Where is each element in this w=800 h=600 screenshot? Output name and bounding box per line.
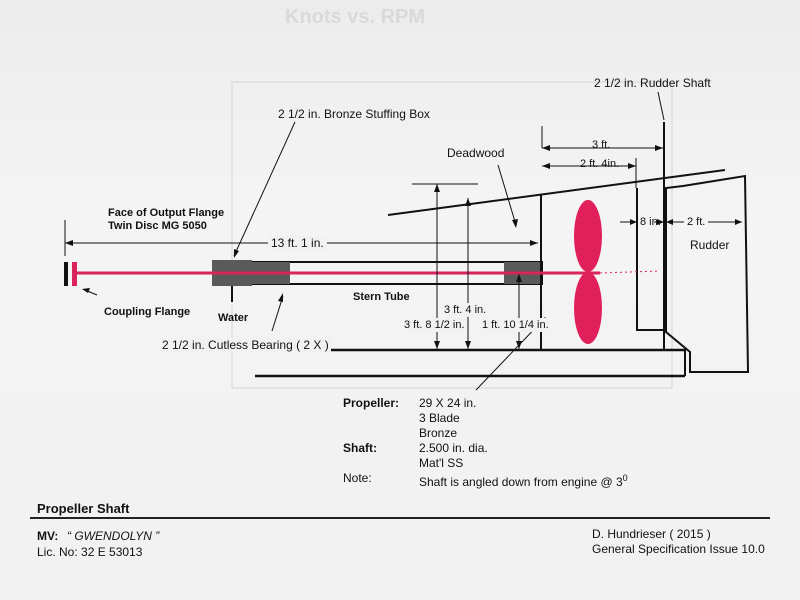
- drawing-title: Propeller Shaft: [37, 501, 130, 516]
- shaft-spec-label: Shaft:: [343, 441, 377, 455]
- leader-deadwood: [497, 164, 517, 226]
- vessel-label: MV:: [37, 529, 59, 543]
- shaft-diameter: 2.500 in. dia.: [419, 441, 488, 455]
- shaft-material: Mat'l SS: [419, 456, 464, 470]
- background-title: Knots vs. RPM: [285, 6, 426, 28]
- dim-3ft4in-label: 3 ft. 4 in.: [444, 303, 487, 317]
- propeller-spec-label: Propeller:: [343, 396, 400, 410]
- shaft-centerline: [599, 270, 661, 274]
- dim-3ft8in-label: 3 ft. 8 1/2 in.: [404, 318, 465, 332]
- footer-divider: [30, 517, 770, 519]
- skeg-heel: [665, 349, 686, 376]
- note-text: Shaft is angled down from engine @ 30: [419, 471, 628, 489]
- propeller-blade-upper: [574, 200, 602, 272]
- leader-cutless: [271, 295, 284, 332]
- deadwood-label: Deadwood: [447, 146, 505, 160]
- leader-rudder-shaft: [657, 91, 665, 121]
- background-chart-frame: [231, 81, 673, 389]
- output-flange: [64, 262, 68, 286]
- skeg-outline: [636, 188, 665, 331]
- note-label: Note:: [343, 471, 372, 485]
- license-number: Lic. No: 32 E 53013: [37, 545, 143, 559]
- dim-2ft4in-label: 2 ft. 4in.: [580, 158, 620, 170]
- coupling-flange: [72, 262, 77, 286]
- note-degree: 0: [622, 473, 628, 483]
- face-flange-label-2: Twin Disc MG 5050: [108, 220, 207, 232]
- stuffing-box-label: 2 1/2 in. Bronze Stuffing Box: [278, 107, 430, 121]
- cutless-bearing-label: 2 1/2 in. Cutless Bearing ( 2 X ): [162, 338, 331, 352]
- vessel-name: “ GWENDOLYN ”: [67, 529, 160, 543]
- propeller-blades: 3 Blade: [419, 411, 460, 425]
- spec-issue: General Specification Issue 10.0: [592, 542, 765, 556]
- propeller-material: Bronze: [419, 426, 458, 440]
- water-label: Water: [218, 312, 249, 324]
- author-credit: D. Hundrieser ( 2015 ): [592, 527, 711, 541]
- hull-top-line: [387, 169, 726, 216]
- rudder-label: Rudder: [690, 238, 730, 252]
- propeller-size: 29 X 24 in.: [419, 396, 477, 410]
- note-text-main: Shaft is angled down from engine @ 3: [419, 475, 623, 489]
- coupling-flange-label: Coupling Flange: [104, 306, 191, 318]
- dim-1ft10in-label: 1 ft. 10 1/4 in.: [482, 318, 549, 332]
- rudder-outline: [665, 174, 750, 373]
- propeller-blade-lower: [574, 272, 602, 344]
- stern-tube-label: Stern Tube: [353, 291, 410, 303]
- rudder-shaft-label: 2 1/2 in. Rudder Shaft: [594, 76, 711, 90]
- dim-2ft-label: 2 ft.: [687, 216, 706, 228]
- dim-8in-label: 8 in.: [640, 216, 661, 228]
- dim-13ft1in-label: 13 ft. 1 in.: [268, 236, 327, 250]
- leader-stuffing-box: [233, 121, 296, 257]
- dim-3ft-label: 3 ft.: [592, 139, 611, 151]
- face-flange-label-1: Face of Output Flange: [108, 207, 225, 219]
